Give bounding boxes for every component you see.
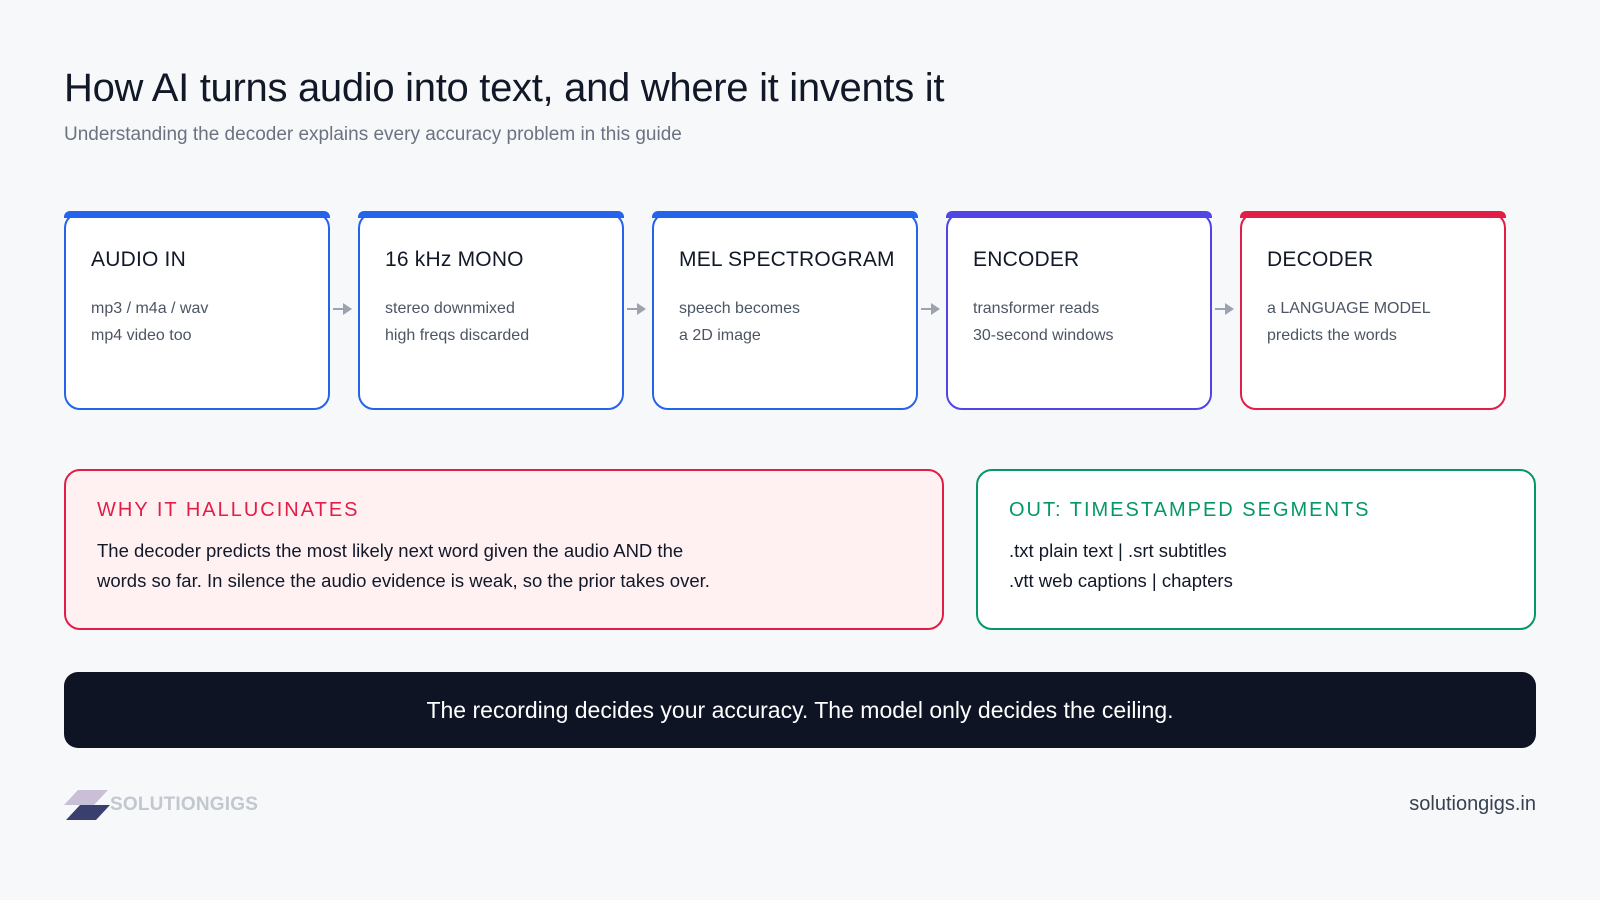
step-title: MEL SPECTROGRAM <box>679 248 895 271</box>
step-accent-bar <box>652 211 918 218</box>
panel-text: words so far. In silence the audio evide… <box>97 570 710 591</box>
panel-heading: WHY IT HALLUCINATES <box>97 499 360 521</box>
brand-logo: SOLUTIONGIGS <box>64 790 258 820</box>
step-decoder: DECODER a LANGUAGE MODEL predicts the wo… <box>1240 211 1506 410</box>
step-detail: mp4 video too <box>91 327 192 344</box>
page-title: How AI turns audio into text, and where … <box>64 66 945 110</box>
step-detail: speech becomes <box>679 300 800 317</box>
arrow-right-icon <box>627 303 646 315</box>
step-detail: mp3 / m4a / wav <box>91 300 209 317</box>
arrow-right-icon <box>333 303 352 315</box>
step-encoder: ENCODER transformer reads 30-second wind… <box>946 211 1212 410</box>
step-accent-bar <box>64 211 330 218</box>
step-audio-in: AUDIO IN mp3 / m4a / wav mp4 video too <box>64 211 330 410</box>
step-detail: high freqs discarded <box>385 327 530 344</box>
panel-text: The decoder predicts the most likely nex… <box>97 540 684 561</box>
step-detail: predicts the words <box>1267 327 1397 344</box>
logo-mark-icon <box>64 790 110 820</box>
banner-text: The recording decides your accuracy. The… <box>426 696 1174 723</box>
panel-text: .txt plain text | .srt subtitles <box>1009 540 1227 561</box>
page-subtitle: Understanding the decoder explains every… <box>64 124 682 145</box>
step-title: DECODER <box>1267 248 1374 271</box>
step-mel-spectrogram: MEL SPECTROGRAM speech becomes a 2D imag… <box>652 211 918 410</box>
step-detail: a 2D image <box>679 327 761 344</box>
step-accent-bar <box>946 211 1212 218</box>
step-detail: transformer reads <box>973 300 1100 317</box>
step-title: 16 kHz MONO <box>385 248 524 271</box>
takeaway-banner: The recording decides your accuracy. The… <box>64 672 1536 748</box>
brand-name: SOLUTIONGIGS <box>110 794 259 815</box>
step-title: ENCODER <box>973 248 1080 271</box>
step-accent-bar <box>1240 211 1506 218</box>
step-accent-bar <box>358 211 624 218</box>
step-title: AUDIO IN <box>91 248 186 271</box>
panel-text: .vtt web captions | chapters <box>1009 570 1233 591</box>
why-hallucinates-panel: WHY IT HALLUCINATES The decoder predicts… <box>64 469 944 630</box>
output-formats-panel: OUT: TIMESTAMPED SEGMENTS .txt plain tex… <box>976 469 1536 630</box>
site-url: solutiongigs.in <box>1409 793 1536 815</box>
step-16khz-mono: 16 kHz MONO stereo downmixed high freqs … <box>358 211 624 410</box>
step-detail: stereo downmixed <box>385 300 515 317</box>
arrow-right-icon <box>921 303 940 315</box>
arrow-right-icon <box>1215 303 1234 315</box>
step-detail: a LANGUAGE MODEL <box>1267 300 1431 317</box>
panel-heading: OUT: TIMESTAMPED SEGMENTS <box>1009 499 1371 521</box>
step-detail: 30-second windows <box>973 327 1114 344</box>
